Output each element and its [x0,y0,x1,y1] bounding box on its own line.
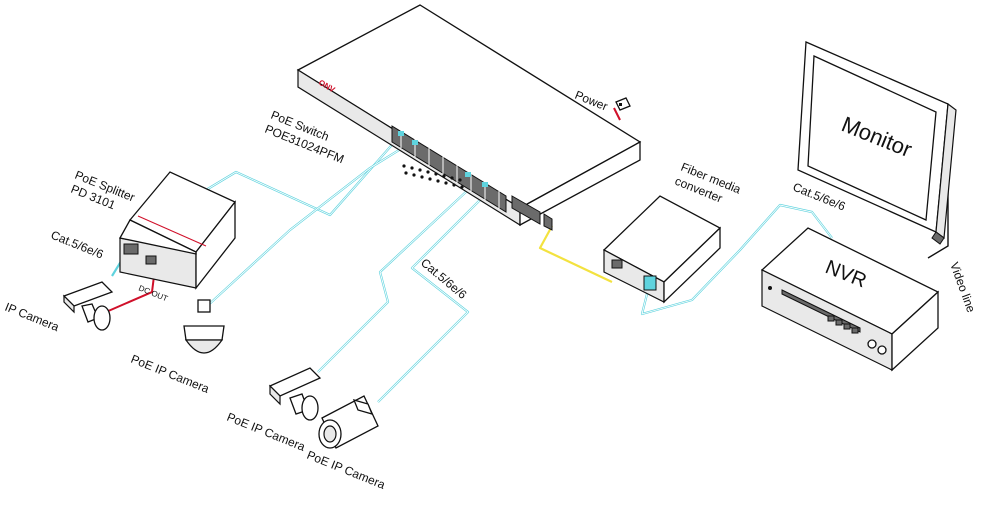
cat-label-left: Cat.5/6e/6 [49,228,106,262]
nvr [760,227,940,372]
switch-uplink-ports [511,195,553,231]
video-line-label: Video line [947,260,978,314]
poe-dome-camera-label: PoE IP Camera [129,352,212,396]
poe-bullet-camera [318,395,379,449]
power-cord [613,107,621,121]
poe-switch: ONV [296,4,642,231]
ip-camera-label: IP Camera [3,300,62,335]
fiber-media-converter [602,195,722,304]
monitor [797,41,957,245]
power-socket [615,97,631,111]
poe-box-camera [268,367,322,421]
nvr-buttons [768,286,887,355]
poe-box-camera-label: PoE IP Camera [225,410,308,454]
poe-bullet-camera-label: PoE IP Camera [305,448,388,492]
ip-camera [62,281,114,331]
poe-splitter: DC OUT [119,171,237,303]
fiber-cable [538,225,613,283]
switch-ports [391,125,507,213]
switch-leds [402,164,464,189]
poe-dome-camera [183,299,225,354]
